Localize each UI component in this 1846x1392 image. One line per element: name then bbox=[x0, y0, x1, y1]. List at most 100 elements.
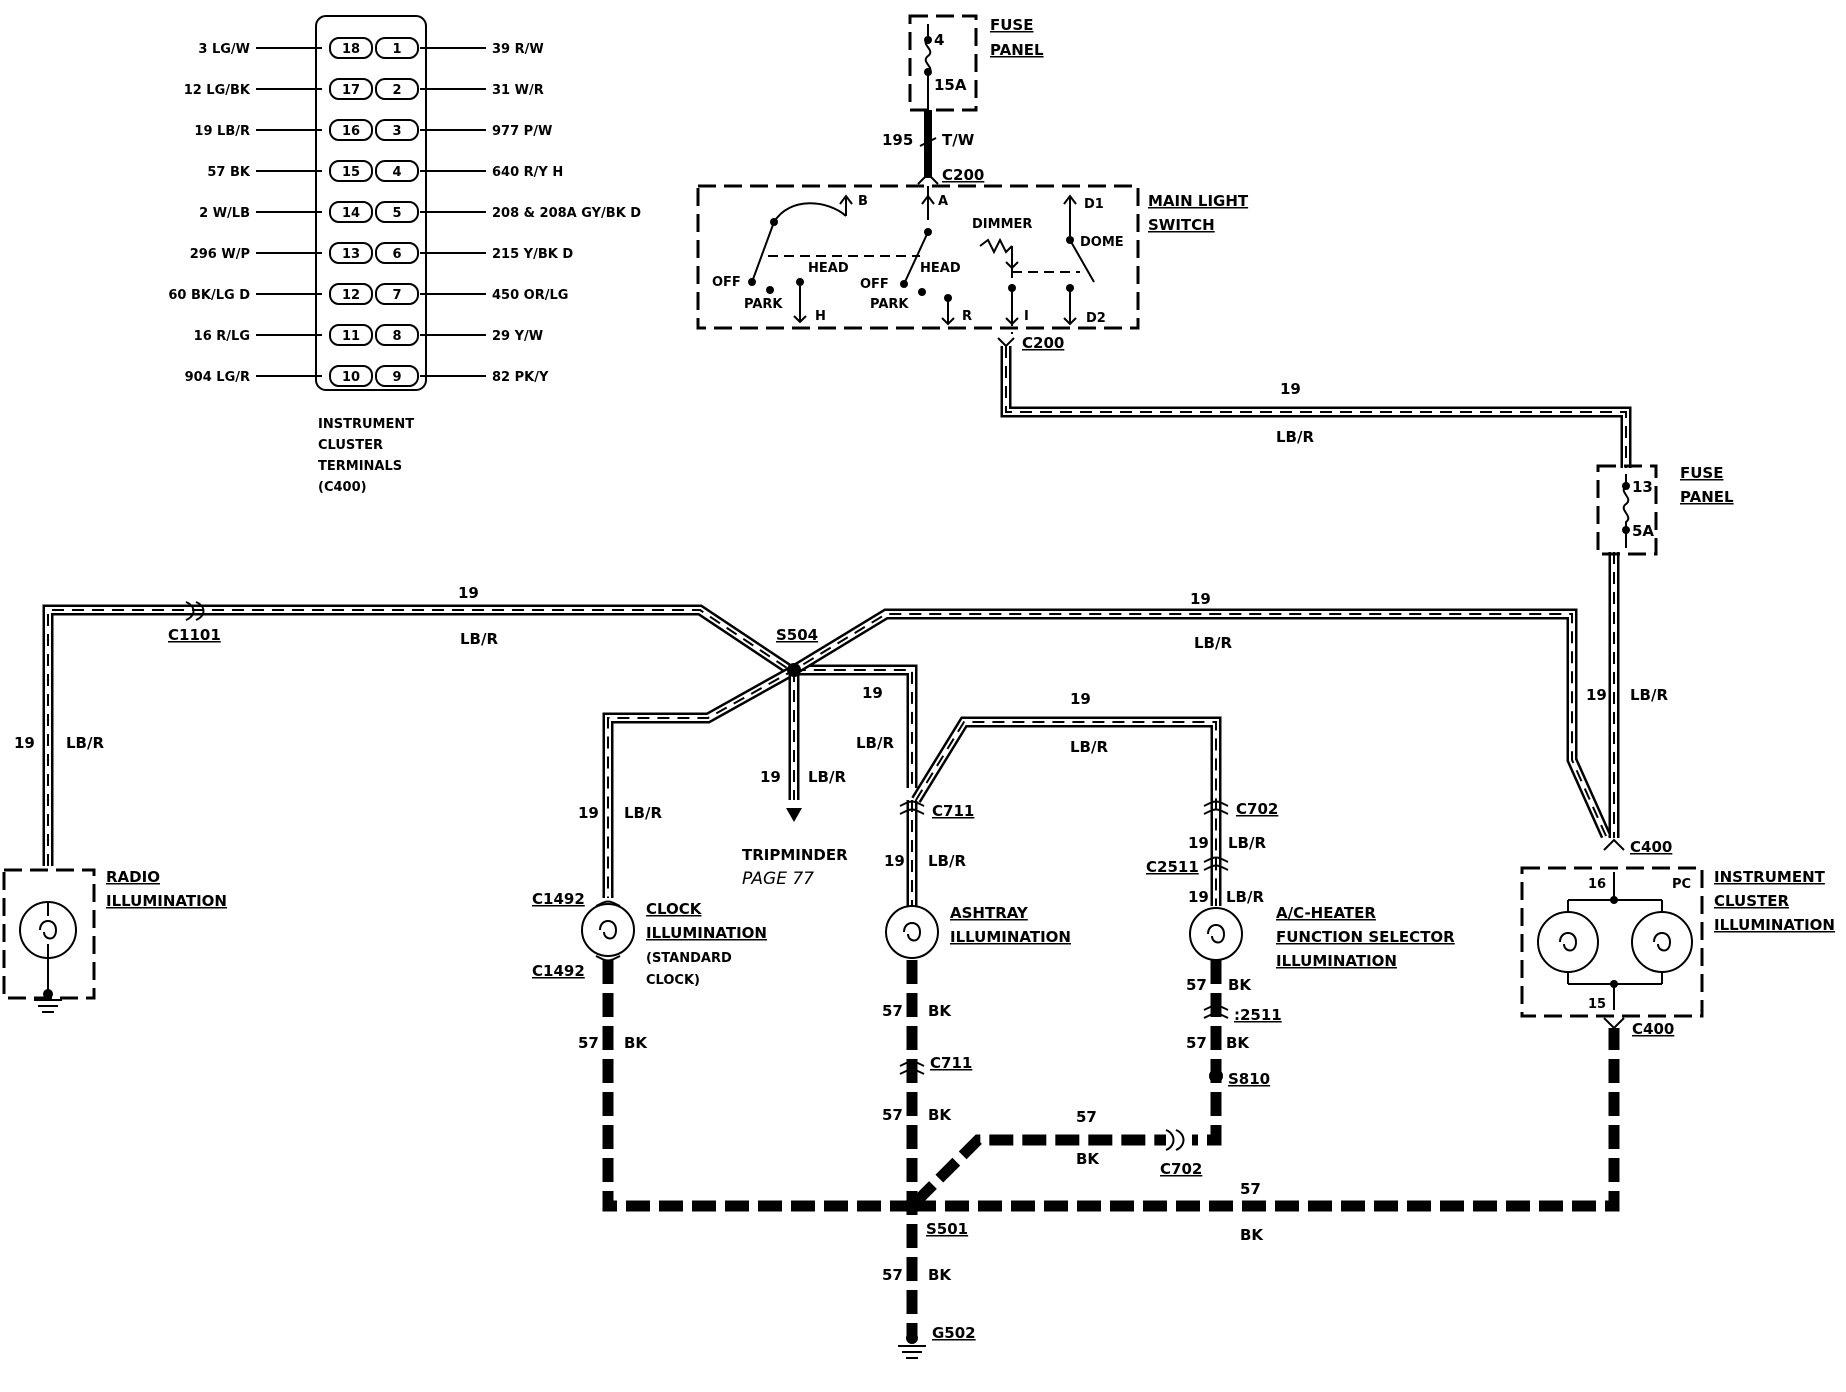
switch-label-head-2: HEAD bbox=[920, 261, 961, 276]
cluster-bulb-right bbox=[1631, 911, 1693, 973]
tripminder-page: PAGE 77 bbox=[742, 869, 814, 889]
wire-label-right: 977 P/W bbox=[492, 124, 552, 139]
c711-lower-label: C711 bbox=[930, 1054, 972, 1072]
wire-label-19-k: 19 bbox=[1188, 834, 1209, 852]
gnd-num-f: 57 bbox=[1186, 1034, 1207, 1052]
wire-label-19-d: 19 bbox=[1586, 686, 1607, 704]
fuse-top-terminal-2 bbox=[924, 68, 932, 76]
pin-cell-left bbox=[329, 160, 373, 182]
wire-color-f: LB/R bbox=[856, 734, 894, 752]
gnd-color-a: BK bbox=[624, 1034, 648, 1052]
pin-number-left: 14 bbox=[342, 206, 360, 221]
gnd-color-b: BK bbox=[928, 1002, 952, 1020]
gnd-num-a: 57 bbox=[578, 1034, 599, 1052]
c1492-top-label: C1492 bbox=[532, 890, 585, 908]
switch-terminal-d1: D1 bbox=[1084, 197, 1104, 212]
pin-cell-right bbox=[375, 365, 419, 387]
wire-label-right: 31 W/R bbox=[492, 83, 544, 98]
wire-color-k: LB/R bbox=[1228, 834, 1266, 852]
c400-top-pin bbox=[1603, 838, 1625, 851]
g502-label: G502 bbox=[932, 1324, 976, 1342]
clock-bulb-filament bbox=[599, 920, 618, 940]
s810-label: S810 bbox=[1228, 1070, 1270, 1088]
lbr-wires bbox=[42, 346, 1632, 906]
pin-number-left: 15 bbox=[342, 165, 360, 180]
c711-lower-connector bbox=[899, 1060, 925, 1075]
gnd-color-e: BK bbox=[1228, 976, 1252, 994]
radio-label-2: ILLUMINATION bbox=[106, 892, 227, 910]
pin-cell-left bbox=[329, 119, 373, 141]
clock-label-3: (STANDARD bbox=[646, 951, 732, 966]
gnd-num-b: 57 bbox=[882, 1002, 903, 1020]
fuse-right-number: 13 bbox=[1632, 478, 1653, 496]
c2511-lower-connector bbox=[1203, 1004, 1229, 1019]
pin-number-right: 7 bbox=[392, 288, 401, 303]
c702-lower-label: C702 bbox=[1160, 1160, 1202, 1178]
pin-number-right: 8 bbox=[392, 329, 401, 344]
c702-upper-connector bbox=[1203, 800, 1229, 815]
wire-label-19-l: 19 bbox=[1188, 888, 1209, 906]
s501-splice bbox=[904, 1198, 920, 1214]
cluster-label-1: INSTRUMENT bbox=[1714, 868, 1826, 886]
pin-cell-left bbox=[329, 283, 373, 305]
cluster-pin-15: 15 bbox=[1588, 997, 1606, 1012]
cluster-node-bottom bbox=[1610, 980, 1618, 988]
switch-label-park-2: PARK bbox=[870, 297, 909, 312]
wire-color-c: LB/R bbox=[1194, 634, 1232, 652]
pin-cell-left bbox=[329, 365, 373, 387]
fuse-top-label-1: FUSE bbox=[990, 16, 1033, 34]
fuse-right-terminal-2 bbox=[1622, 526, 1630, 534]
switch-title-1: MAIN LIGHT bbox=[1148, 192, 1249, 210]
fuse-right-symbol bbox=[1622, 474, 1630, 548]
wire-label-19-b: 19 bbox=[458, 584, 479, 602]
c200-top-pin bbox=[917, 172, 939, 185]
radio-bulb-filament bbox=[39, 902, 58, 958]
pin-cell-left bbox=[329, 78, 373, 100]
main-light-switch-box bbox=[696, 184, 1140, 330]
pin-cell-left bbox=[329, 242, 373, 264]
fuse-top-number: 4 bbox=[934, 31, 944, 49]
g502-ground-node bbox=[906, 1332, 918, 1344]
ashtray-bulb bbox=[885, 905, 939, 959]
wire-color-g: LB/R bbox=[1070, 738, 1108, 756]
table-caption-3: TERMINALS bbox=[318, 459, 402, 474]
wire-label-19-e: 19 bbox=[14, 734, 35, 752]
cluster-pc-label: PC bbox=[1672, 877, 1691, 892]
clock-connector-top bbox=[595, 900, 621, 907]
pin-number-right: 4 bbox=[392, 165, 401, 180]
pin-number-left: 12 bbox=[342, 288, 360, 303]
pin-cell-left bbox=[329, 201, 373, 223]
pin-cell-left bbox=[329, 37, 373, 59]
ac-label-3: ILLUMINATION bbox=[1276, 952, 1397, 970]
c200-bottom-pin bbox=[997, 337, 1015, 348]
cluster-bulb-left bbox=[1537, 911, 1599, 973]
c2511-label: C2511 bbox=[1146, 858, 1199, 876]
wire-color-d: LB/R bbox=[1630, 686, 1668, 704]
wire-label-19-c: 19 bbox=[1190, 590, 1211, 608]
fuse-top-terminal-1 bbox=[924, 36, 932, 44]
wire-label-left: 16 R/LG bbox=[194, 329, 250, 344]
wire-label-19-i: 19 bbox=[760, 768, 781, 786]
cluster-label-3: ILLUMINATION bbox=[1714, 916, 1835, 934]
wire-label-right: 450 OR/LG bbox=[492, 288, 568, 303]
wire-label-left: 296 W/P bbox=[190, 247, 250, 262]
wire-color-j: LB/R bbox=[928, 852, 966, 870]
wire-label-19-g: 19 bbox=[1070, 690, 1091, 708]
pin-cell-right bbox=[375, 324, 419, 346]
gnd-color-g: BK bbox=[1240, 1226, 1264, 1244]
wire-label-19-f: 19 bbox=[862, 684, 883, 702]
ashtray-label-1: ASHTRAY bbox=[950, 904, 1029, 922]
pin-cell-right bbox=[375, 160, 419, 182]
c702-upper-label: C702 bbox=[1236, 800, 1278, 818]
fuse-right-terminal-1 bbox=[1622, 482, 1630, 490]
wire-label-right: 82 PK/Y bbox=[492, 370, 549, 385]
cluster-bulb-left-filament bbox=[1559, 932, 1578, 952]
pin-cell-right bbox=[375, 201, 419, 223]
wire-label-right: 208 & 208A GY/BK D bbox=[492, 206, 641, 221]
pin-cell-right bbox=[375, 283, 419, 305]
gnd-color-f: BK bbox=[1226, 1034, 1250, 1052]
s504-splice bbox=[787, 663, 801, 677]
fuse-panel-right-box bbox=[1596, 464, 1658, 556]
table-caption-4: (C400) bbox=[318, 480, 367, 495]
